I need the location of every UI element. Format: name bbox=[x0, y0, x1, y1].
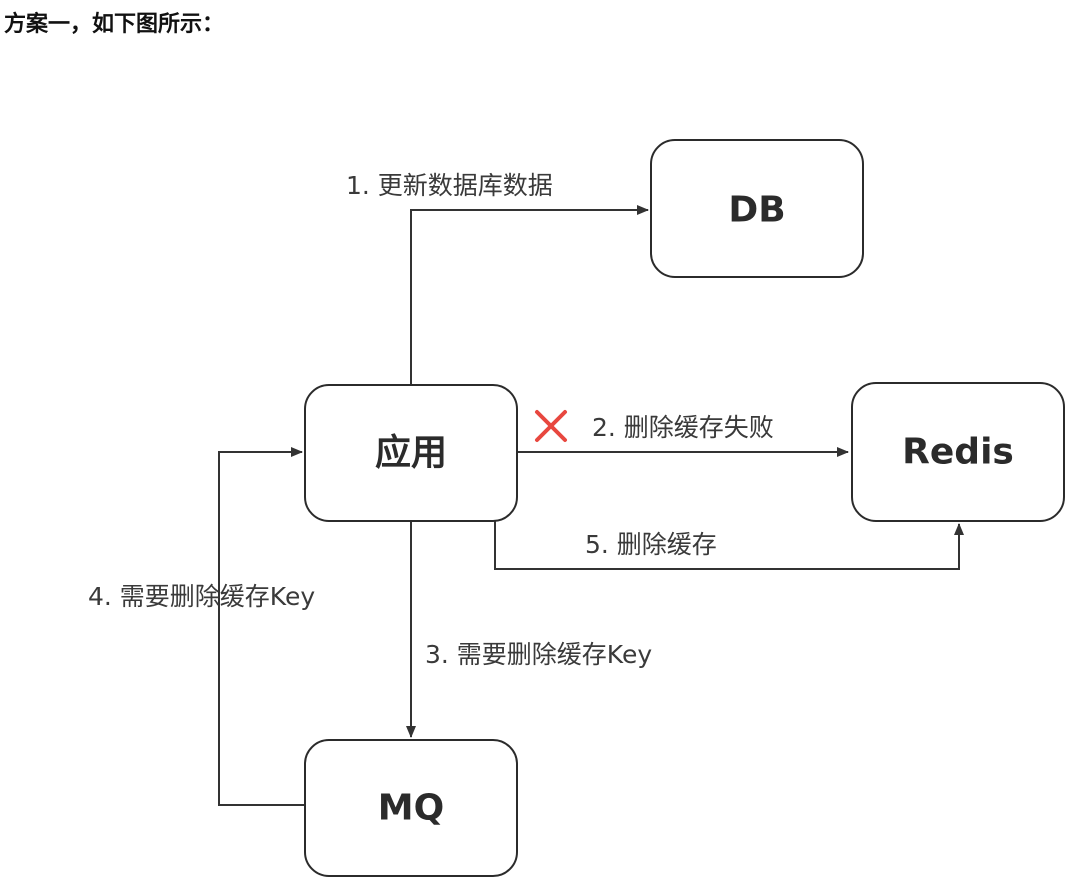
node-db-label: DB bbox=[728, 190, 785, 231]
edge-app-to-db bbox=[410, 205, 649, 385]
edge-label-1: 1. 更新数据库数据 bbox=[346, 171, 553, 200]
edge-app-to-redis-retry bbox=[494, 521, 964, 570]
edge-label-3: 3. 需要删除缓存Key bbox=[425, 640, 652, 669]
edge-label-2: 2. 删除缓存失败 bbox=[592, 413, 774, 442]
node-db: DB bbox=[650, 139, 864, 278]
edge-label-4: 4. 需要删除缓存Key bbox=[88, 582, 315, 611]
node-app-label: 应用 bbox=[375, 433, 447, 474]
node-mq-label: MQ bbox=[378, 788, 444, 829]
edge-label-5: 5. 删除缓存 bbox=[585, 530, 717, 559]
node-redis-label: Redis bbox=[902, 432, 1014, 473]
node-mq: MQ bbox=[304, 739, 518, 877]
node-redis: Redis bbox=[851, 382, 1065, 522]
node-app: 应用 bbox=[304, 384, 518, 522]
red-x-fail-icon bbox=[535, 410, 567, 442]
page-heading: 方案一，如下图所示： bbox=[4, 12, 225, 37]
edge-mq-to-app bbox=[218, 447, 305, 806]
